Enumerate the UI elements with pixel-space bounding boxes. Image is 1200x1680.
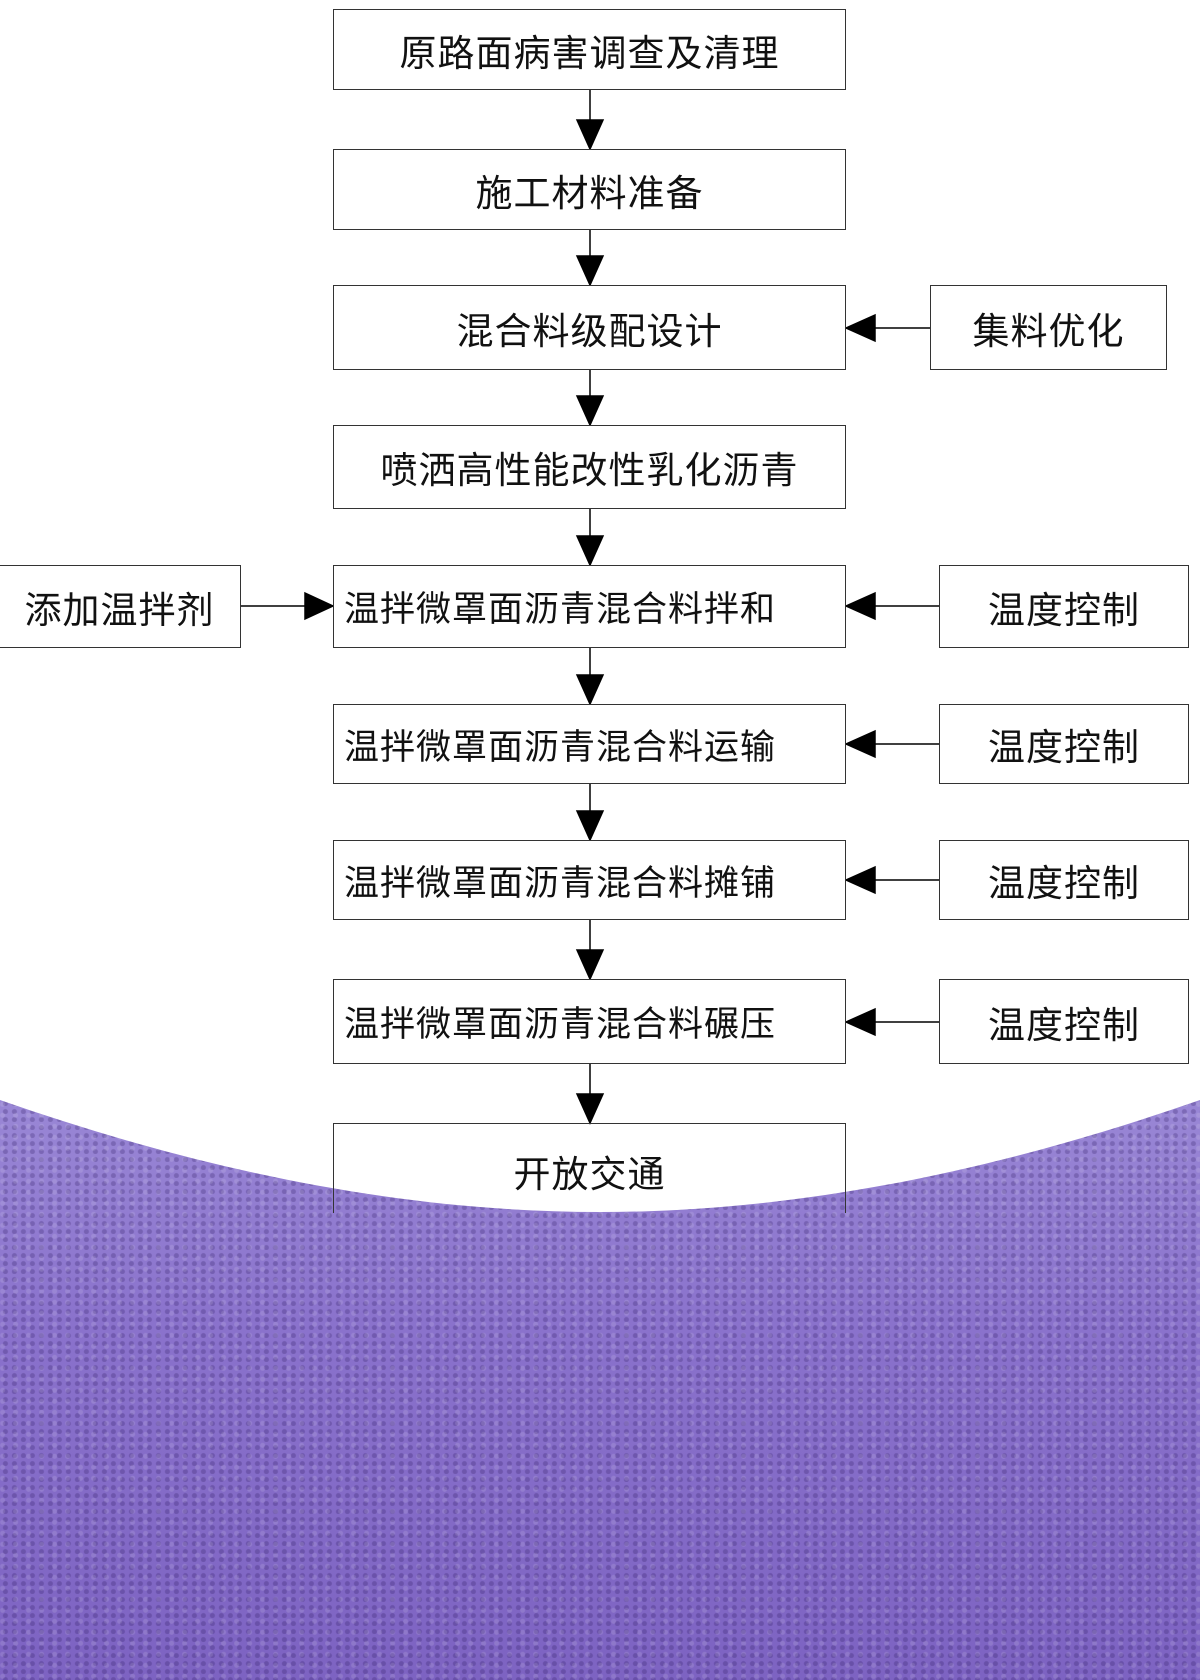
step-compaction: 温拌微罩面沥青混合料碾压 [333, 979, 846, 1064]
step-paving: 温拌微罩面沥青混合料摊铺 [333, 840, 846, 920]
temperature-control-box: 温度控制 [939, 704, 1189, 784]
step-open-traffic: 开放交通 [333, 1123, 846, 1213]
temperature-control-box: 温度控制 [939, 565, 1189, 648]
temperature-control-box: 温度控制 [939, 979, 1189, 1064]
step-survey-clean: 原路面病害调查及清理 [333, 9, 846, 90]
step-transport: 温拌微罩面沥青混合料运输 [333, 704, 846, 784]
add-warm-mix-agent-box: 添加温拌剂 [0, 565, 241, 648]
step-mixing: 温拌微罩面沥青混合料拌和 [333, 565, 846, 648]
step-gradation-design: 混合料级配设计 [333, 285, 846, 370]
step-material-prep: 施工材料准备 [333, 149, 846, 230]
step-spray-asphalt: 喷洒高性能改性乳化沥青 [333, 425, 846, 509]
temperature-control-box: 温度控制 [939, 840, 1189, 920]
aggregate-optimization-box: 集料优化 [930, 285, 1167, 370]
